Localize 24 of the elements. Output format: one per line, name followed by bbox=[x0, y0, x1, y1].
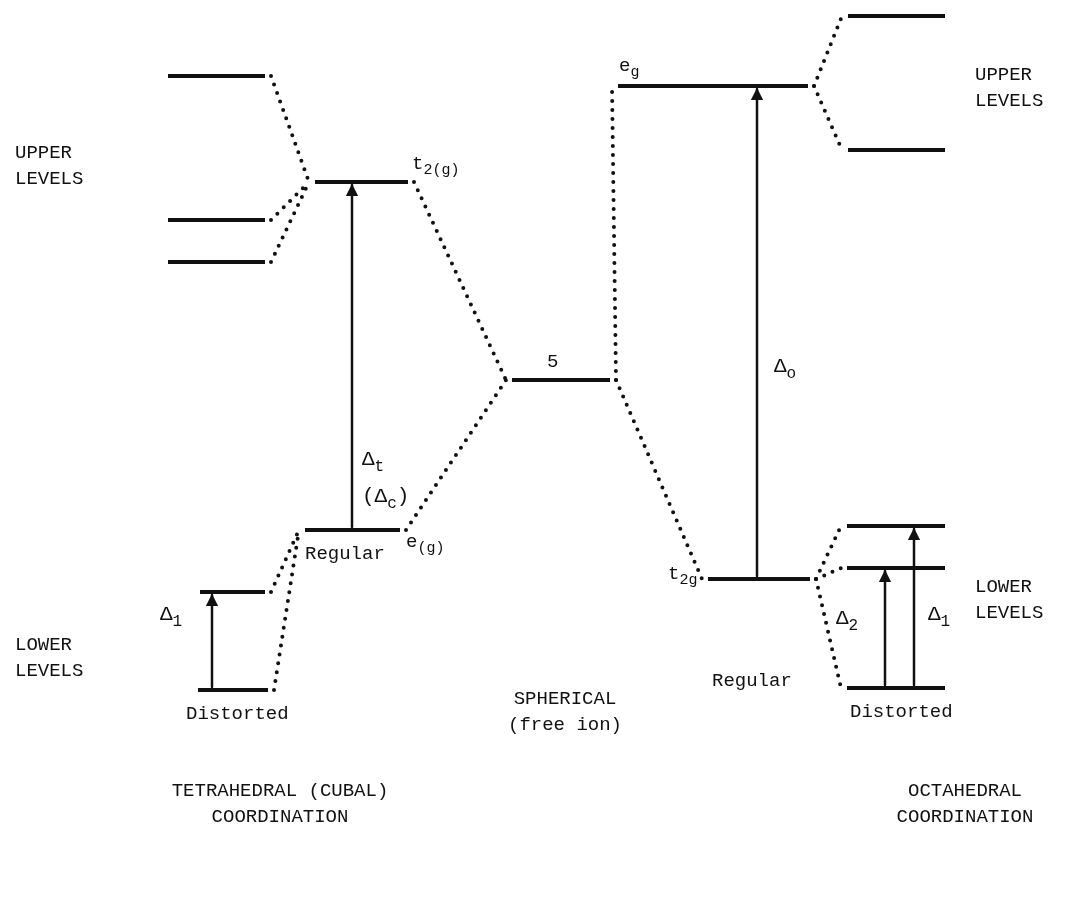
dotted-connector bbox=[404, 378, 508, 532]
level-label: 5 bbox=[547, 350, 559, 374]
arrow bbox=[345, 183, 359, 529]
level-label: t$_{2g}$ bbox=[668, 562, 698, 591]
section-label: UPPER LEVELS bbox=[975, 63, 1045, 114]
section-label: TETRAHEDRAL (CUBAL) COORDINATION bbox=[170, 779, 390, 830]
level-caption: Regular bbox=[305, 542, 385, 566]
arrow bbox=[878, 569, 892, 687]
section-label: Regular bbox=[712, 669, 793, 694]
level-label: t$_{2(g)}$ bbox=[412, 152, 460, 181]
section-label: LOWER LEVELS bbox=[15, 633, 85, 684]
level-label: e$_{g}$ bbox=[619, 54, 640, 83]
section-label: UPPER LEVELS bbox=[15, 141, 85, 192]
dotted-connector bbox=[614, 378, 704, 581]
level-label: e$_{(g)}$ bbox=[406, 530, 445, 559]
section-label: LOWER LEVELS bbox=[975, 575, 1045, 626]
level-caption: Distorted bbox=[186, 702, 289, 726]
section-label: OCTAHEDRAL COORDINATION bbox=[895, 779, 1035, 830]
section-label: SPHERICAL (free ion) bbox=[507, 687, 623, 738]
arrow bbox=[205, 593, 219, 689]
arrow bbox=[750, 87, 764, 578]
level-caption: Distorted bbox=[850, 700, 953, 724]
dotted-connector bbox=[412, 180, 508, 382]
arrow bbox=[907, 527, 921, 687]
